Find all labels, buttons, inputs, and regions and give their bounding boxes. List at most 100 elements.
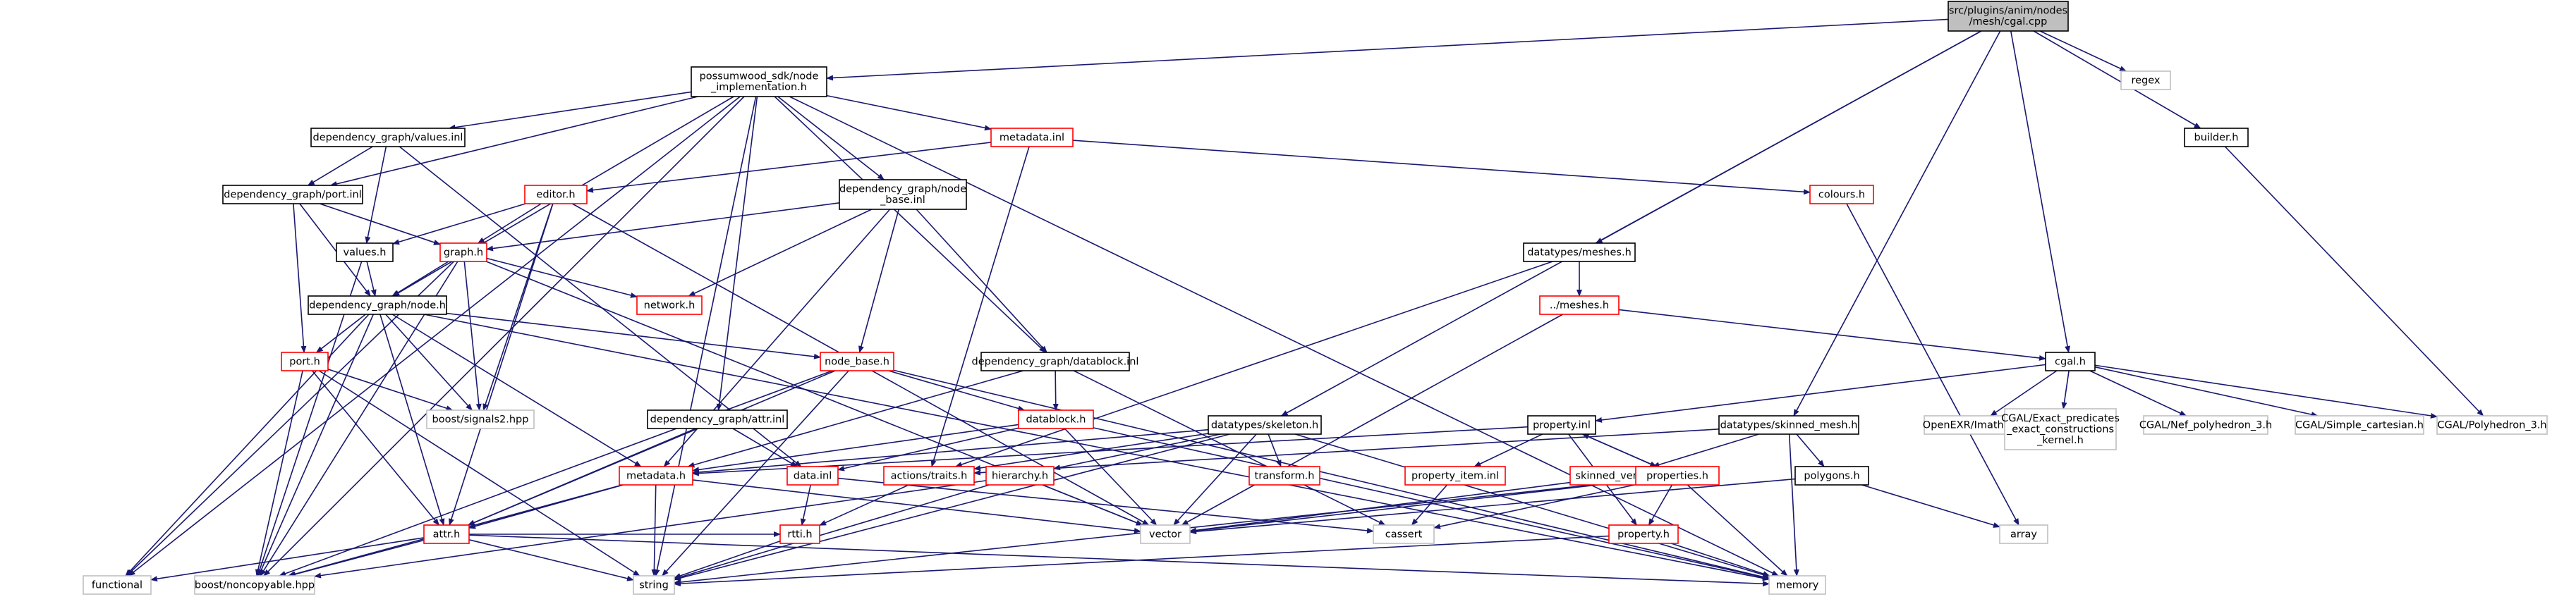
node-actions_traits[interactable]: actions/traits.h (883, 466, 975, 486)
edge-skeleton-to-memory (1295, 433, 1770, 578)
node-metadata_inl[interactable]: metadata.inl (990, 128, 1074, 147)
node-node_h[interactable]: dependency_graph/node.h (308, 295, 447, 315)
node-box-values_inl (310, 128, 466, 147)
node-property_item[interactable]: property_item.inl (1404, 466, 1506, 486)
node-property_inl[interactable]: property.inl (1527, 415, 1596, 435)
node-colours[interactable]: colours.h (1809, 185, 1874, 204)
node-box-signals2 (426, 409, 535, 429)
node-values_inl[interactable]: dependency_graph/values.inl (310, 128, 466, 147)
node-attr_inl[interactable]: dependency_graph/attr.inl (647, 409, 788, 429)
node-properties[interactable]: properties.h (1635, 466, 1720, 486)
node-box-attr_h (423, 524, 470, 544)
edge-editor-to-values_h (392, 203, 526, 245)
edge-metadata_inl-to-colours (1072, 140, 1811, 195)
node-graph[interactable]: graph.h (439, 242, 487, 262)
node-possumwood[interactable]: possumwood_sdk/node_implementation.h (691, 66, 827, 97)
node-box-attr_inl (647, 409, 788, 429)
node-cgal_h[interactable]: cgal.h (2045, 352, 2096, 371)
node-box-data_inl (786, 466, 839, 486)
node-cassert: cassert (1373, 524, 1435, 544)
edge-property_inl-to-metadata_h (692, 426, 1529, 476)
edge-root-to-skinned_mesh (1793, 30, 2001, 417)
node-skinned_mesh[interactable]: datatypes/skinned_mesh.h (1718, 415, 1859, 435)
node-label-memory: memory (1776, 579, 1819, 591)
edge-possumwood-to-attr_inl (716, 96, 758, 411)
edge-node_h-to-port_h (315, 314, 366, 353)
node-values_h[interactable]: values.h (336, 242, 394, 262)
edge-cgal_h-to-openexr (1990, 370, 2058, 417)
node-network[interactable]: network.h (636, 295, 703, 315)
node-box-cassert (1373, 524, 1435, 544)
node-rtti[interactable]: rtti.h (779, 524, 820, 544)
node-editor[interactable]: editor.h (524, 185, 588, 204)
edge-values_h-to-node_h (366, 261, 377, 297)
node-box-possumwood (691, 66, 827, 97)
edge-node_base-to-noncopyable (279, 370, 833, 577)
node-label-possumwood-line-2: _implementation.h (710, 82, 807, 93)
node-box-network (636, 295, 703, 315)
node-transform[interactable]: transform.h (1248, 466, 1320, 486)
node-property_h[interactable]: property.h (1608, 524, 1679, 544)
node-builder[interactable]: builder.h (2184, 128, 2249, 147)
node-label-node_base_inl-line-2: _base.inl (880, 195, 925, 206)
edge-properties-to-vector (1189, 479, 1636, 534)
edge-port_inl-to-node_h (299, 203, 371, 297)
node-metadata_h[interactable]: metadata.h (619, 466, 693, 486)
edge-metadata_h-to-string (651, 484, 657, 577)
node-node_base_inl[interactable]: dependency_graph/node_base.inl (839, 179, 967, 210)
node-box-colours (1809, 185, 1874, 204)
node-label-hierarchy: hierarchy.h (992, 470, 1048, 481)
node-cgal_poly: CGAL/Polyhedron_3.h (2436, 415, 2548, 435)
edge-editor-to-signals2 (482, 203, 554, 411)
node-port_inl[interactable]: dependency_graph/port.inl (222, 185, 363, 204)
edge-datablock_h-to-data_inl (837, 427, 1019, 472)
edge-node_base-to-string (662, 370, 849, 577)
edge-datablock_h-to-metadata_h (692, 424, 1019, 473)
node-node_base[interactable]: node_base.h (820, 352, 894, 371)
node-attr_h[interactable]: attr.h (423, 524, 470, 544)
edge-attr_inl-to-attr_h (467, 428, 696, 526)
node-label-data_inl: data.inl (794, 470, 832, 481)
node-label-root-line-1: src/plugins/anim/nodes (1949, 6, 2067, 17)
edge-metadata_inl-to-editor (586, 142, 992, 193)
edge-cgal_h-to-property_inl (1595, 364, 2046, 423)
node-datablock_h[interactable]: datablock.h (1018, 409, 1094, 429)
node-hierarchy[interactable]: hierarchy.h (985, 466, 1055, 486)
edge-possumwood-to-values_inl (448, 91, 692, 130)
edge-root-to-cgal_h (2010, 30, 2071, 353)
edge-port_inl-to-port_h (293, 203, 307, 353)
node-label-node_h: dependency_graph/node.h (309, 300, 446, 311)
node-dotmeshes[interactable]: ../meshes.h (1539, 295, 1620, 315)
edge-skeleton-to-metadata_h (692, 429, 1209, 475)
edge-cgal_h-to-cgal_exact (2061, 370, 2070, 409)
node-label-root-line-2: /mesh/cgal.cpp (1969, 16, 2048, 27)
node-datablock_inl[interactable]: dependency_graph/datablock.inl (972, 352, 1139, 371)
node-box-datablock_h (1018, 409, 1094, 429)
edge-property_item-to-cassert (1411, 484, 1448, 526)
edge-possumwood-to-node_base_inl (777, 96, 885, 180)
node-box-port_h (281, 352, 329, 371)
node-polygons[interactable]: polygons.h (1794, 466, 1869, 486)
node-label-builder: builder.h (2194, 132, 2238, 143)
node-meshes[interactable]: datatypes/meshes.h (1523, 242, 1636, 262)
node-label-property_item: property_item.inl (1411, 470, 1499, 481)
node-label-skinned_mesh: datatypes/skinned_mesh.h (1720, 419, 1858, 431)
node-box-regex (2120, 70, 2171, 90)
node-data_inl[interactable]: data.inl (786, 466, 839, 486)
node-port_h[interactable]: port.h (281, 352, 329, 371)
node-box-meshes (1523, 242, 1636, 262)
edge-values_inl-to-port_inl (307, 146, 373, 186)
node-box-cgal_simple (2295, 415, 2424, 435)
node-root[interactable]: src/plugins/anim/nodes/mesh/cgal.cpp (1948, 1, 2069, 32)
edge-skinned_mesh-to-skinned_vertices (1652, 433, 1759, 468)
node-box-cgal_poly (2436, 415, 2548, 435)
node-box-rtti (779, 524, 820, 544)
edge-attr_h-to-functional (150, 537, 425, 582)
node-label-meshes: datatypes/meshes.h (1527, 247, 1632, 258)
edge-data_inl-to-rtti (800, 484, 811, 526)
edge-possumwood-to-functional (128, 96, 741, 577)
node-label-node_base: node_base.h (825, 356, 889, 367)
node-box-node_base_inl (839, 179, 967, 210)
node-label-regex: regex (2131, 75, 2160, 86)
node-skeleton[interactable]: datatypes/skeleton.h (1208, 415, 1322, 435)
